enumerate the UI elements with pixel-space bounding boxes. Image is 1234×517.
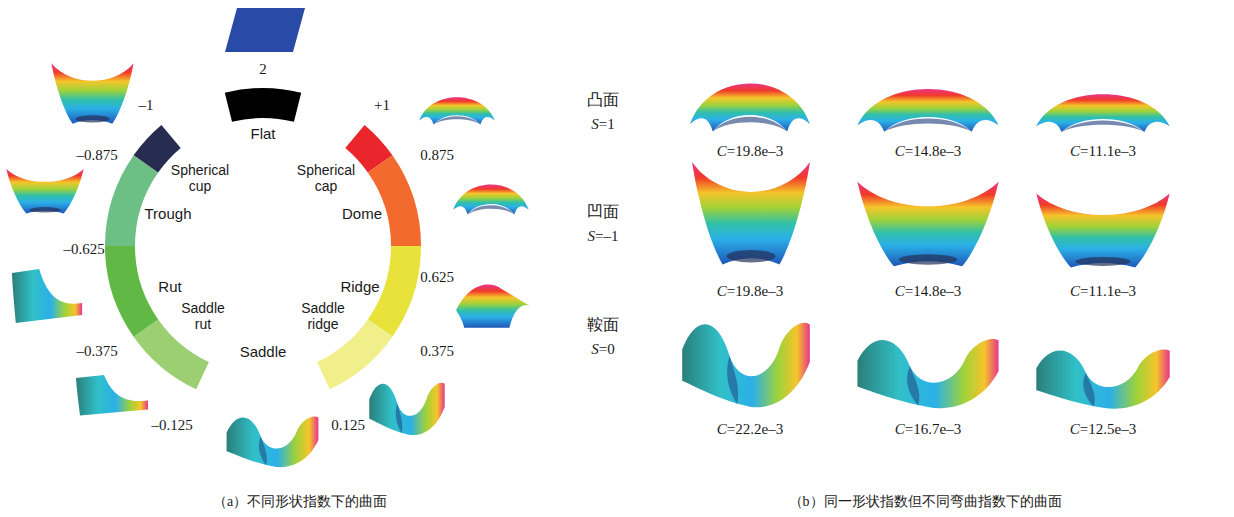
shape-index-value: S=1 xyxy=(591,116,614,133)
shape-index-value: 0.125 xyxy=(331,417,365,434)
surfaces-b xyxy=(682,83,1170,408)
shape-index-value: S=–1 xyxy=(588,228,619,245)
concave-surface xyxy=(692,162,810,264)
subfigure-caption: （b）同一形状指数但不同弯曲指数下的曲面 xyxy=(789,494,1062,510)
trough-surface xyxy=(6,169,83,214)
type-label: Flat xyxy=(250,125,275,142)
spherical-cap-band xyxy=(62,45,465,448)
flat-band xyxy=(90,73,437,420)
surfaces-a xyxy=(6,8,530,467)
row-label: 凹面 xyxy=(587,203,619,221)
saddle-surface xyxy=(682,323,810,407)
convex-surface xyxy=(690,83,810,131)
row-label: 凸面 xyxy=(587,91,619,109)
convex-surface xyxy=(1036,94,1169,132)
shape-index-value: +1 xyxy=(374,97,390,114)
curvedness-value: C=19.8e–3 xyxy=(717,143,783,160)
spherical-cup-band xyxy=(64,47,462,445)
type-label: Trough xyxy=(145,205,192,222)
concave-surface xyxy=(857,182,998,267)
curvedness-value: C=14.8e–3 xyxy=(895,283,961,300)
type-label: Spherical cap xyxy=(290,162,362,194)
curvedness-value: C=19.8e–3 xyxy=(717,283,783,300)
shape-index-value: –0.625 xyxy=(63,241,104,258)
rut-surface xyxy=(12,269,82,323)
convex-surface xyxy=(857,89,998,132)
curvedness-value: C=11.1e–3 xyxy=(1070,143,1136,160)
type-label: Saddle xyxy=(240,343,287,360)
rut-band xyxy=(64,47,462,445)
type-label: Saddle rut xyxy=(177,300,229,332)
concave-surface xyxy=(1036,194,1169,268)
type-label: Spherical cup xyxy=(164,162,236,194)
cup-surface xyxy=(51,63,133,124)
flat-surface xyxy=(225,8,305,52)
shape-index-value: 2 xyxy=(259,61,267,78)
row-label: 鞍面 xyxy=(587,316,619,334)
shape-index-value: 0.375 xyxy=(420,343,454,360)
saddle-surface xyxy=(857,339,998,408)
shape-index-value: –0.125 xyxy=(151,417,192,434)
shape-index-value: –0.875 xyxy=(76,147,117,164)
shape-index-value: 0.625 xyxy=(420,269,454,286)
saddle-rut-band xyxy=(73,56,453,436)
dome-band xyxy=(64,47,462,445)
type-label: Saddle ridge xyxy=(297,300,349,332)
shape-index-ring xyxy=(62,45,465,448)
curvedness-value: C=11.1e–3 xyxy=(1070,283,1136,300)
curvedness-value: C=22.2e–3 xyxy=(717,421,783,438)
saddle-ridge-band xyxy=(64,47,462,445)
cap-surface xyxy=(419,97,494,124)
type-label: Dome xyxy=(342,205,382,222)
type-label: Rut xyxy=(158,278,181,295)
type-label: Ridge xyxy=(340,278,379,295)
shape-index-value: S=0 xyxy=(591,341,614,358)
shape-index-value: –1 xyxy=(139,97,154,114)
saddle-surface xyxy=(1036,350,1169,409)
curvedness-value: C=12.5e–3 xyxy=(1070,421,1136,438)
ridge-surface xyxy=(456,285,530,328)
dome-surface xyxy=(453,185,528,215)
subfigure-caption: （a）不同形状指数下的曲面 xyxy=(213,494,387,510)
saddle-rut-surface xyxy=(76,375,148,416)
curvedness-value: C=14.8e–3 xyxy=(895,143,961,160)
shape-index-value: –0.375 xyxy=(76,343,117,360)
saddle-surface xyxy=(227,417,319,468)
curvedness-value: C=16.7e–3 xyxy=(895,421,961,438)
saddle-ridge-surface xyxy=(369,383,444,435)
shape-index-value: 0.875 xyxy=(420,147,454,164)
